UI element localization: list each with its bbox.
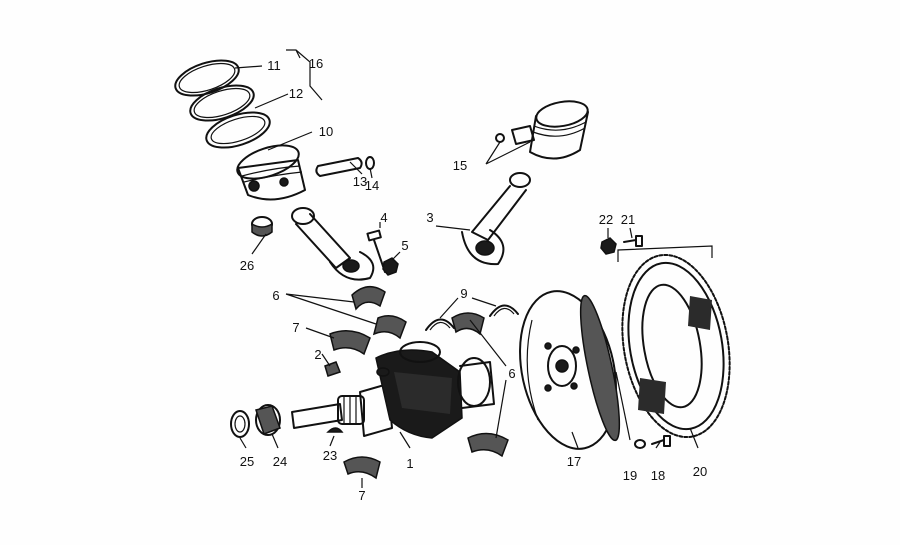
rod-bolt	[366, 229, 386, 273]
big-end-bearing-lower	[372, 315, 407, 340]
callout-12: 12	[289, 86, 303, 101]
callout-13: 13	[353, 174, 367, 189]
callout-6-left: 6	[272, 288, 279, 303]
oil-control-ring	[205, 111, 271, 149]
piston-ring-upper	[174, 59, 240, 97]
callout-20: 20	[693, 464, 707, 479]
circlip	[365, 156, 375, 170]
crankshaft	[291, 341, 495, 439]
callout-6-right: 6	[508, 366, 515, 381]
main-bearing-shell-upper	[329, 330, 371, 356]
rod-nut	[382, 257, 399, 276]
callout-24: 24	[273, 454, 287, 469]
main-bearing-shell-center	[451, 312, 485, 336]
callout-7-lower: 7	[358, 488, 365, 503]
callout-16: 16	[309, 56, 323, 71]
callout-2: 2	[314, 347, 321, 362]
callout-15: 15	[453, 158, 467, 173]
piston-left	[236, 144, 306, 201]
callout-4: 4	[380, 210, 387, 225]
callout-10: 10	[319, 124, 333, 139]
callout-9: 9	[460, 286, 467, 301]
callout-3: 3	[426, 210, 433, 225]
connecting-rod-right	[461, 172, 531, 266]
set-screw	[324, 361, 341, 377]
flywheel-washer	[634, 439, 646, 449]
callout-19: 19	[623, 468, 637, 483]
thrust-washer-right	[489, 304, 519, 317]
callout-23: 23	[323, 448, 337, 463]
big-end-bearing-upper	[351, 286, 386, 311]
main-bearing-shell-lower-right	[467, 432, 509, 458]
callout-5: 5	[401, 238, 408, 253]
woodruff-key	[326, 427, 344, 433]
callout-21: 21	[621, 212, 635, 227]
ring-gear	[621, 253, 731, 439]
connecting-rod-left	[291, 207, 375, 281]
small-end-bush	[251, 216, 273, 237]
callout-7-upper: 7	[292, 320, 299, 335]
callout-18: 18	[651, 468, 665, 483]
piston-pin	[315, 157, 363, 177]
callout-25: 25	[240, 454, 254, 469]
leader-lines	[234, 49, 713, 488]
flywheel-bolt-lower	[651, 435, 671, 447]
flywheel-bolt-upper	[623, 235, 643, 247]
timing-gear	[255, 404, 281, 436]
main-bearing-shell-lower-left	[343, 456, 381, 480]
oil-seal	[230, 410, 250, 438]
piston-right	[495, 100, 589, 160]
flywheel-nut	[600, 237, 617, 255]
callout-22: 22	[599, 212, 613, 227]
callout-1: 1	[406, 456, 413, 471]
callout-26: 26	[240, 258, 254, 273]
callout-17: 17	[567, 454, 581, 469]
callout-11: 11	[267, 58, 281, 73]
thrust-washer-left	[425, 318, 455, 331]
callout-14: 14	[365, 178, 379, 193]
flywheel	[519, 290, 621, 450]
